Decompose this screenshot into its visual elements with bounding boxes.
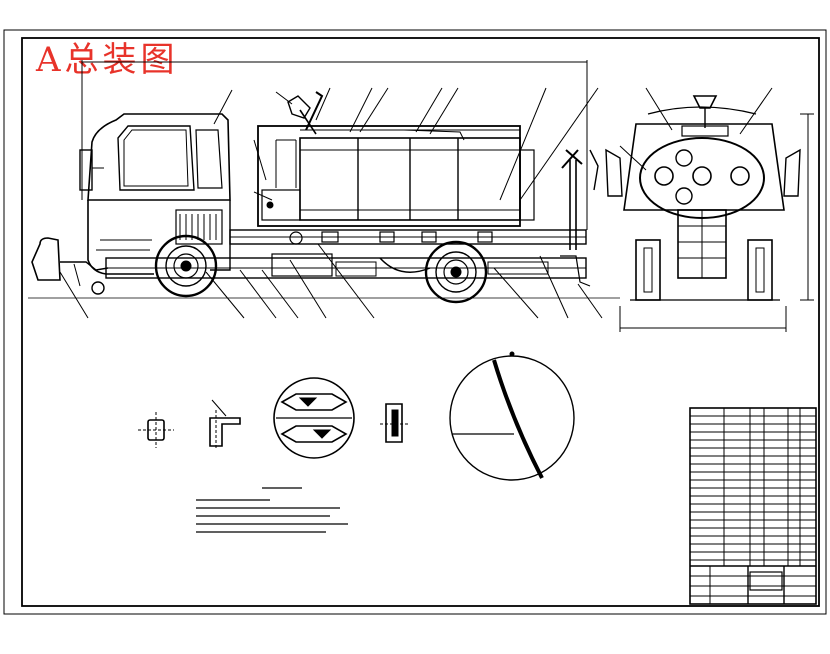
technical-notes — [196, 487, 348, 533]
drawing-title: A总装图 — [36, 40, 179, 80]
outer-border — [3, 29, 827, 615]
rear-view — [605, 87, 814, 332]
inner-border — [21, 37, 820, 607]
detail-views — [138, 351, 575, 481]
parts-list-table — [689, 407, 817, 605]
side-view — [28, 60, 620, 319]
